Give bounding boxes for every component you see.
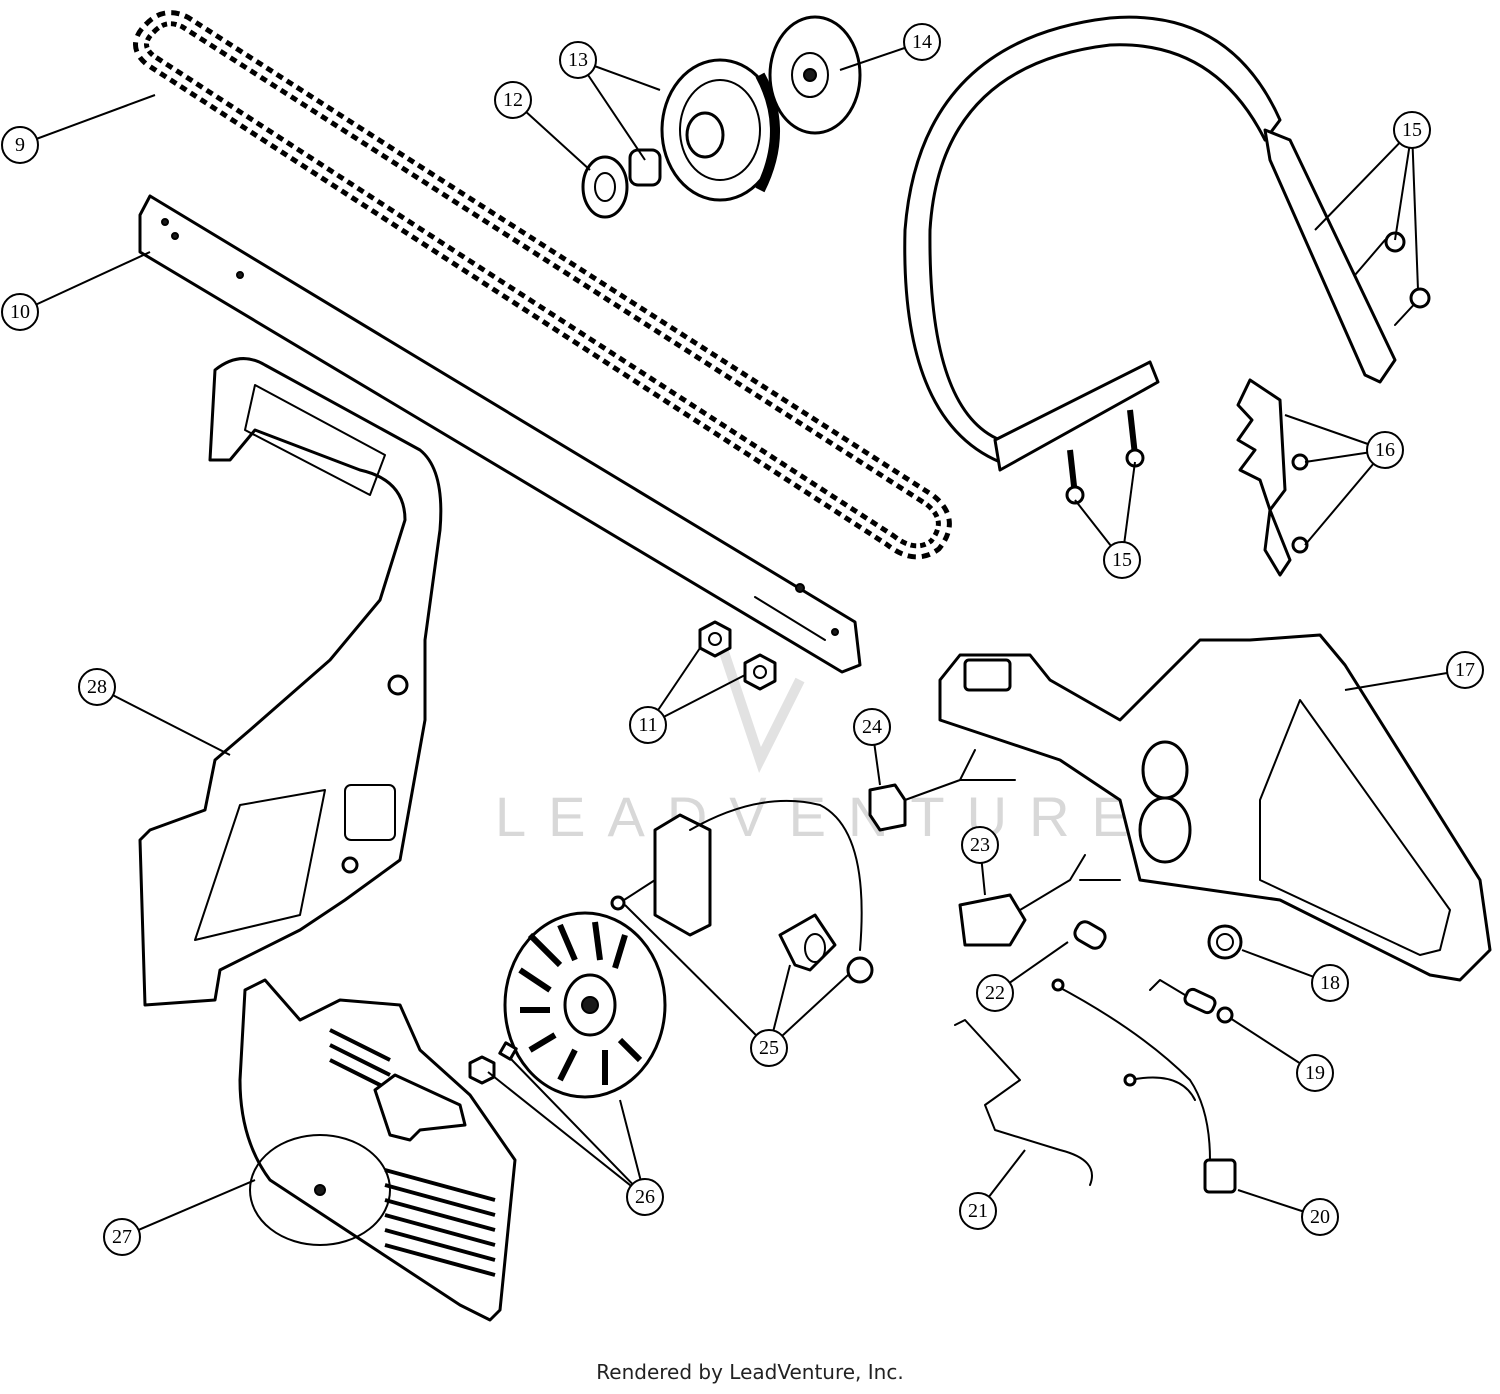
callout-circle <box>903 23 941 61</box>
callout-circle <box>959 1192 997 1230</box>
callout-leader <box>1304 449 1386 546</box>
callout-15: 15 <box>1314 111 1431 291</box>
guide-bar <box>138 194 862 674</box>
watermark-text: LEADVENTURE <box>495 785 1151 848</box>
callout-label: 15 <box>1112 549 1132 571</box>
callout-22: 22 <box>976 941 1069 1012</box>
callout-leader <box>624 904 770 1049</box>
callout-label: 25 <box>759 1037 779 1059</box>
callout-circle <box>1301 1198 1339 1236</box>
callout-9: 9 <box>1 94 156 164</box>
callout-19: 19 <box>1229 1017 1334 1092</box>
callout-25: 25 <box>624 904 849 1067</box>
callout-circle <box>103 1218 141 1256</box>
callout-leader <box>577 59 646 161</box>
callout-circle <box>1 126 39 164</box>
callout-21: 21 <box>959 1149 1026 1230</box>
callout-label: 24 <box>862 716 882 738</box>
part-callouts: 9 10 11 12 13 14 15 15 16 17 18 19 20 21 22 23 24 25 26 27 2… <box>1 23 1484 1256</box>
callout-26: 26 <box>487 1057 664 1216</box>
saw-chain <box>133 10 952 560</box>
callout-16: 16 <box>1284 414 1404 546</box>
callout-label: 28 <box>87 676 107 698</box>
callout-28: 28 <box>78 668 231 756</box>
callout-label: 10 <box>10 301 30 323</box>
callout-label: 11 <box>638 714 657 736</box>
oil-cap <box>868 749 1016 832</box>
callout-circle <box>1 293 39 331</box>
footer-credit: Rendered by LeadVenture, Inc. <box>596 1360 904 1384</box>
callout-24: 24 <box>853 708 891 786</box>
fuel-cap <box>958 854 1121 947</box>
callout-18: 18 <box>1241 949 1349 1002</box>
callout-20: 20 <box>1237 1189 1339 1236</box>
callout-circle <box>1446 651 1484 689</box>
callout-label: 17 <box>1455 659 1475 681</box>
callout-label: 23 <box>970 834 990 856</box>
callout-circle <box>976 974 1014 1012</box>
callout-leader <box>1411 129 1419 291</box>
callout-12: 12 <box>494 81 591 171</box>
callout-label: 14 <box>912 31 932 53</box>
callout-circle <box>629 706 667 744</box>
sprocket-cover <box>768 15 862 135</box>
callout-circle <box>961 826 999 864</box>
callout-circle <box>853 708 891 746</box>
callout-10: 10 <box>1 251 151 331</box>
callout-label: 12 <box>503 89 523 111</box>
callout-circle <box>1393 111 1431 149</box>
wiring-harness <box>1051 978 1237 1194</box>
callout-label: 19 <box>1305 1062 1325 1084</box>
watermark: LEADVENTURE <box>495 638 1151 848</box>
callout-14: 14 <box>839 23 941 71</box>
callout-11: 11 <box>629 647 746 744</box>
stop-switch <box>1149 979 1234 1024</box>
chain-brake-cover <box>138 357 443 1007</box>
callout-leader <box>509 1057 646 1198</box>
callout-circle <box>1103 541 1141 579</box>
callout-leader <box>1314 129 1413 231</box>
fuel-filter <box>1073 920 1107 950</box>
callout-label: 13 <box>568 49 588 71</box>
bumper-spikes <box>1236 378 1309 577</box>
callout-leader <box>1344 669 1466 691</box>
callout-leader <box>19 251 151 313</box>
callout-circle <box>626 1178 664 1216</box>
callout-label: 9 <box>15 134 25 156</box>
callout-circle <box>1311 964 1349 1002</box>
callout-label: 20 <box>1310 1206 1330 1228</box>
callout-13: 13 <box>559 41 661 161</box>
callout-circle <box>78 668 116 706</box>
clutch-drum <box>628 58 780 202</box>
callout-label: 18 <box>1320 972 1340 994</box>
callout-leader <box>487 1071 646 1198</box>
callout-label: 21 <box>968 1200 988 1222</box>
flywheel <box>468 911 667 1099</box>
callout-15: 15 <box>1074 461 1141 579</box>
throttle-rod <box>954 1019 1093 1186</box>
ignition-module <box>610 799 874 984</box>
clutch <box>581 155 629 219</box>
callout-label: 15 <box>1402 119 1422 141</box>
callout-circle <box>1366 431 1404 469</box>
callout-circle <box>750 1029 788 1067</box>
callout-circle <box>1296 1054 1334 1092</box>
callout-label: 16 <box>1375 439 1395 461</box>
callout-17: 17 <box>1344 651 1484 691</box>
callout-leader <box>96 686 231 756</box>
primer-bulb <box>1207 924 1243 960</box>
callout-circle <box>559 41 597 79</box>
crankcase-housing <box>938 633 1492 982</box>
callout-circle <box>494 81 532 119</box>
callout-leader <box>121 1179 256 1238</box>
callout-23: 23 <box>961 826 999 896</box>
callout-27: 27 <box>103 1179 256 1256</box>
callout-label: 26 <box>635 1186 655 1208</box>
starter-housing <box>238 978 517 1322</box>
callout-label: 22 <box>985 982 1005 1004</box>
callout-leader <box>19 94 156 146</box>
callout-label: 27 <box>112 1226 132 1248</box>
front-handle <box>903 15 1431 505</box>
